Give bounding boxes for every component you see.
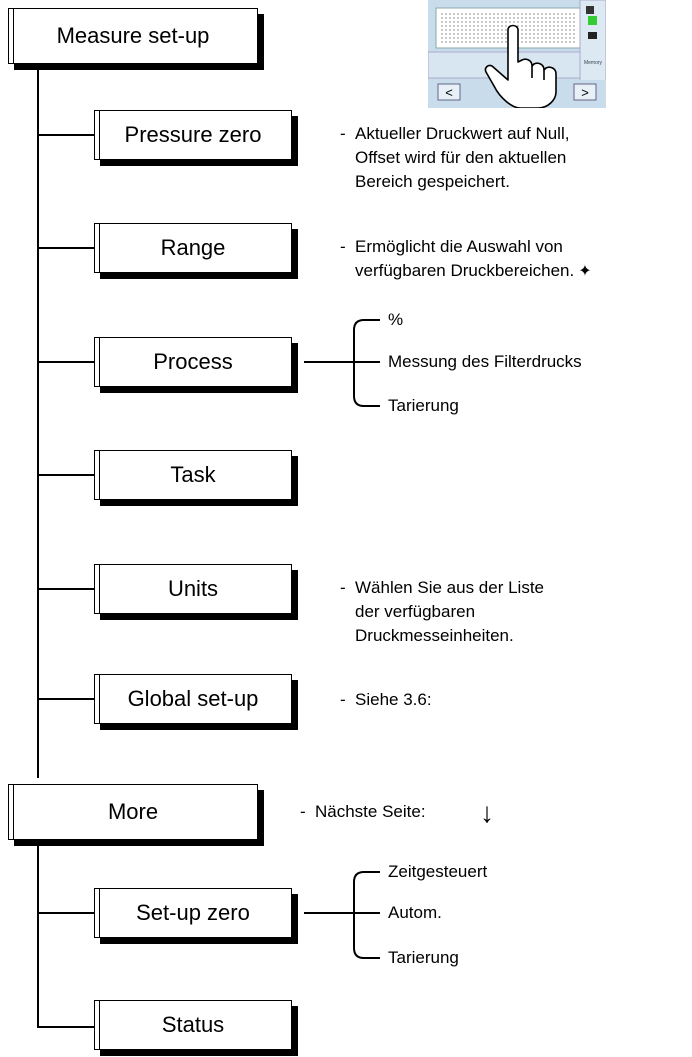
setup-zero-option-auto: Autom. — [388, 903, 442, 922]
device-screen-thumbnail: Memory < > — [428, 0, 606, 108]
task-box[interactable]: Task — [94, 450, 292, 500]
more-trunk-line — [37, 836, 39, 1028]
range-box[interactable]: Range — [94, 223, 292, 273]
process-option-tare: Tarierung — [388, 396, 459, 415]
device-left-button-label: < — [445, 85, 453, 100]
pressure-zero-desc-line-3: Bereich gespeichert. — [355, 172, 510, 191]
units-box[interactable]: Units — [94, 564, 292, 614]
main-trunk-line — [37, 62, 39, 778]
range-label: Range — [160, 235, 226, 260]
description-dash: - — [300, 802, 306, 821]
description-dash: - — [340, 237, 346, 256]
down-arrow-icon: ↓ — [480, 797, 494, 828]
units-desc-line-2: der verfügbaren — [355, 602, 476, 621]
more-desc-text: Nächste Seite: — [315, 802, 426, 821]
units-desc-line-1: Wählen Sie aus der Liste — [355, 578, 544, 597]
description-dash: - — [340, 578, 346, 597]
connector-pressure-zero — [37, 134, 95, 136]
global-setup-label: Global set-up — [127, 686, 259, 711]
device-side-label: Memory — [584, 60, 603, 66]
global-setup-desc-text: Siehe 3.6: — [355, 690, 432, 709]
range-desc-line-1: Ermöglicht die Auswahl von — [355, 237, 563, 256]
status-box[interactable]: Status — [94, 1000, 292, 1050]
status-label: Status — [161, 1012, 225, 1037]
process-box[interactable]: Process — [94, 337, 292, 387]
range-description: - Ermöglicht die Auswahl von verfügbaren… — [340, 235, 690, 285]
setup-zero-branch-bracket — [353, 871, 380, 959]
device-right-button-label: > — [581, 85, 589, 100]
setup-zero-branch-stem — [304, 912, 354, 914]
more-description: - Nächste Seite: ↓ — [300, 797, 530, 836]
connector-units — [37, 588, 95, 590]
description-dash: - — [340, 690, 346, 709]
setup-zero-option-tare: Tarierung — [388, 948, 459, 967]
pressure-zero-label: Pressure zero — [124, 122, 262, 147]
connector-setup-zero — [37, 912, 95, 914]
units-desc-line-3: Druckmesseinheiten. — [355, 626, 514, 645]
global-setup-description: - Siehe 3.6: — [340, 688, 540, 716]
description-dash: - — [340, 124, 346, 143]
device-left-button[interactable] — [437, 83, 461, 101]
setup-zero-box[interactable]: Set-up zero — [94, 888, 292, 938]
measure-setup-box[interactable]: Measure set-up — [8, 8, 258, 64]
units-label: Units — [167, 576, 219, 601]
pointing-hand-icon — [484, 24, 557, 108]
pressure-zero-description: - Aktueller Druckwert auf Null, Offset w… — [340, 122, 680, 202]
process-branch-stem — [304, 361, 354, 363]
task-label: Task — [170, 462, 216, 487]
star-marker-icon: ✦ — [578, 263, 592, 280]
process-option-percent: % — [388, 310, 404, 329]
process-branch-bracket — [353, 319, 380, 407]
setup-zero-label: Set-up zero — [136, 900, 250, 925]
connector-process — [37, 361, 95, 363]
device-right-button[interactable] — [573, 83, 597, 101]
pressure-zero-box[interactable]: Pressure zero — [94, 110, 292, 160]
process-option-filter: Messung des Filterdrucks — [388, 352, 582, 371]
pressure-zero-desc-line-2: Offset wird für den aktuellen — [355, 148, 567, 167]
setup-zero-option-timed: Zeitgesteuert — [388, 862, 488, 881]
global-setup-box[interactable]: Global set-up — [94, 674, 292, 724]
process-label: Process — [153, 349, 233, 374]
more-box[interactable]: More — [8, 784, 258, 840]
units-description: - Wählen Sie aus der Liste der verfügbar… — [340, 576, 680, 656]
pressure-zero-desc-line-1: Aktueller Druckwert auf Null, — [355, 124, 570, 143]
connector-task — [37, 474, 95, 476]
connector-status — [37, 1026, 95, 1028]
measure-setup-label: Measure set-up — [56, 23, 210, 48]
connector-global-setup — [37, 698, 95, 700]
range-desc-line-2: verfügbaren Druckbereichen. — [355, 261, 575, 280]
connector-range — [37, 247, 95, 249]
more-label: More — [107, 799, 159, 824]
